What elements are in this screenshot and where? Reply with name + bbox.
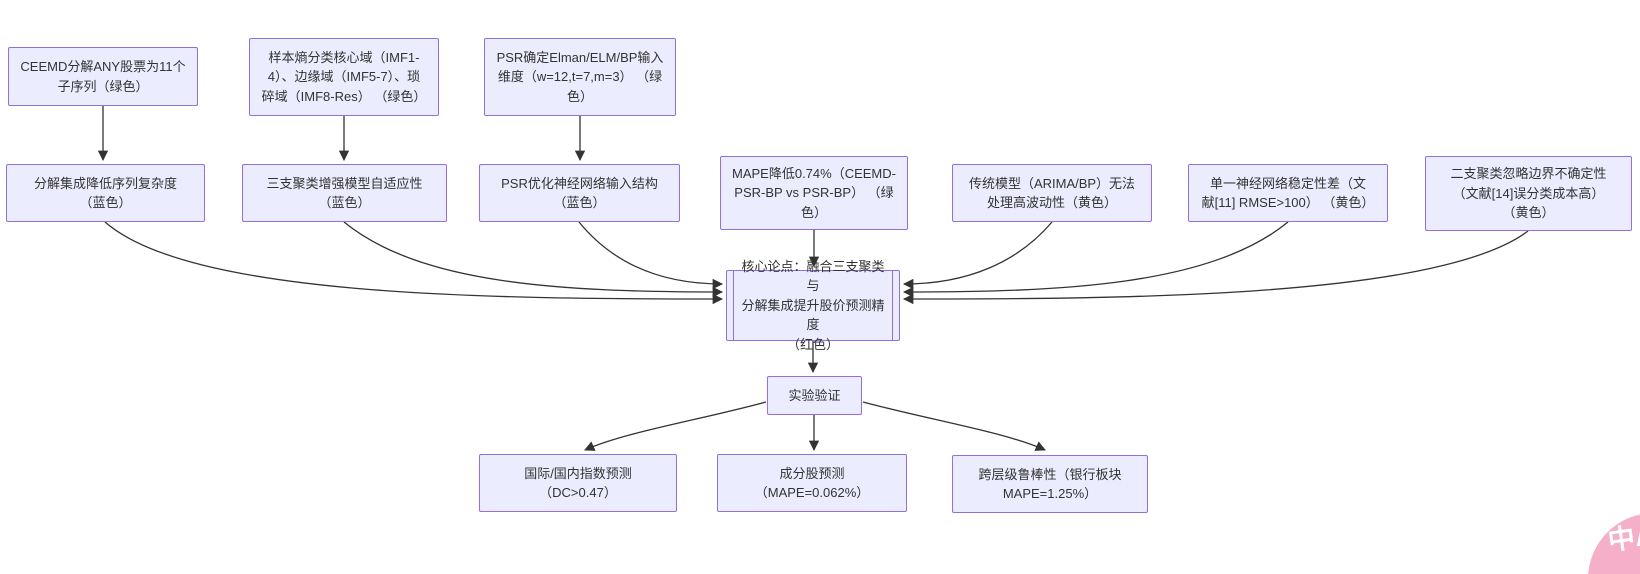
node-mape: MAPE降低0.74%（CEEMD- PSR-BP vs PSR-BP） （绿 … (720, 156, 908, 230)
edge-experiment-to-robust (862, 401, 1046, 451)
subroutine-line-right (892, 271, 893, 340)
node-psr-dim: PSR确定Elman/ELM/BP输入 维度（w=12,t=7,m=3） （绿 … (484, 38, 676, 116)
node-traditional: 传统模型（ARIMA/BP）无法 处理高波动性（黄色） (952, 164, 1152, 222)
node-component-prediction: 成分股预测 （MAPE=0.062%） (717, 454, 907, 512)
node-decomp: 分解集成降低序列复杂度 （蓝色） (6, 164, 205, 222)
edge-twoway-to-core (902, 230, 1529, 305)
node-three-way: 三支聚类增强模型自适应性 （蓝色） (242, 164, 447, 222)
node-single-nn: 单一神经网络稳定性差（文 献[11] RMSE>100） （黄色） (1188, 164, 1388, 222)
node-psr-opt: PSR优化神经网络输入结构 （蓝色） (479, 164, 680, 222)
edge-experiment-to-index (584, 401, 767, 451)
edge-singlenn-to-core (902, 221, 1289, 298)
node-two-way: 二支聚类忽略边界不确定性 （文献[14]误分类成本高） （黄色） (1425, 156, 1632, 231)
edge-psropt-to-core (578, 221, 724, 290)
core-thesis-label: 核心论点：融合三支聚类与 分解集成提升股价预测精度 （红色） (741, 258, 885, 352)
watermark-text: 中A (1606, 519, 1640, 557)
edge-threeway-to-core (343, 221, 724, 298)
edge-traditional-to-core (902, 221, 1053, 290)
node-experiment: 实验验证 (767, 376, 862, 415)
node-entropy: 样本熵分类核心域（IMF1- 4）、边缘域（IMF5-7）、琐 碎域（IMF8-… (249, 38, 439, 116)
node-ceemd: CEEMD分解ANY股票为11个 子序列（绿色） (8, 47, 198, 106)
node-index-prediction: 国际/国内指数预测 （DC>0.47） (479, 454, 677, 512)
node-robustness: 跨层级鲁棒性（银行板块 MAPE=1.25%） (952, 455, 1148, 513)
node-core-thesis: 核心论点：融合三支聚类与 分解集成提升股价预测精度 （红色） (726, 259, 900, 352)
edge-decomp-to-core (104, 221, 724, 305)
subroutine-line-left (733, 271, 734, 340)
